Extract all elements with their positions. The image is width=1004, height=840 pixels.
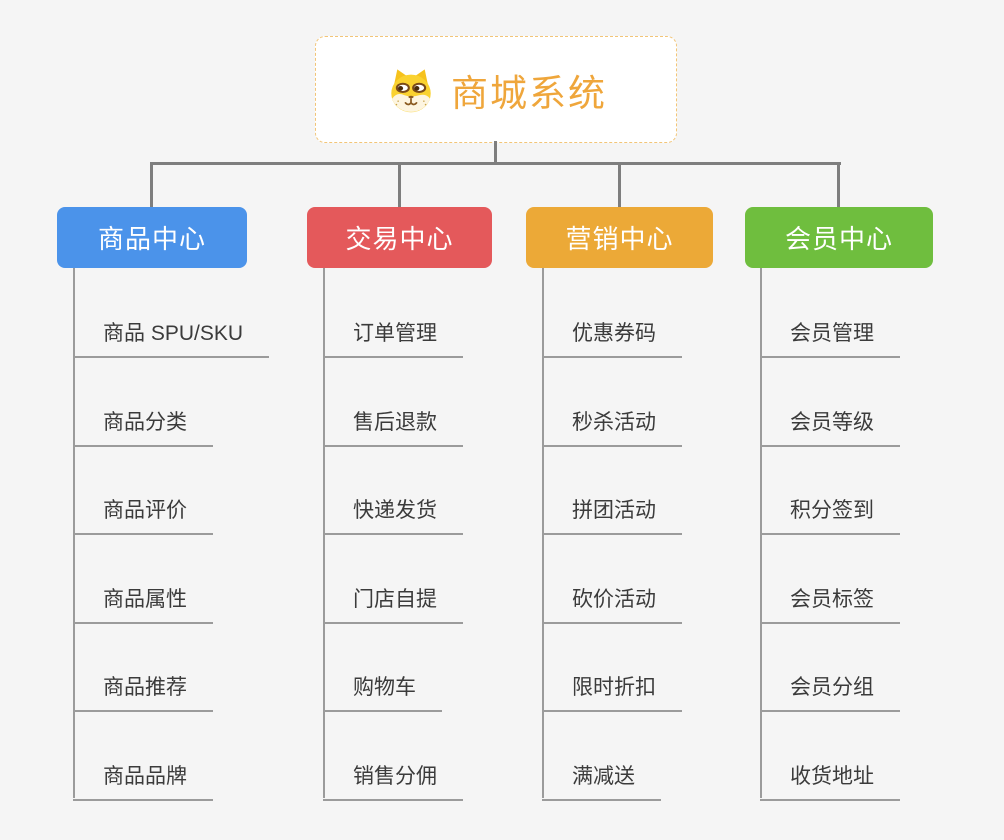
leaf-node[interactable]: 门店自提 — [323, 583, 463, 624]
root-node[interactable]: 商城系统 — [315, 36, 677, 143]
connector-drop-product — [150, 162, 153, 208]
leaf-node[interactable]: 商品评价 — [73, 494, 213, 535]
leaf-node[interactable]: 会员分组 — [760, 671, 900, 712]
leaf-node[interactable]: 售后退款 — [323, 406, 463, 447]
leaf-node[interactable]: 订单管理 — [323, 317, 463, 358]
connector-horizontal-rail — [150, 162, 841, 165]
leaf-node[interactable]: 限时折扣 — [542, 671, 682, 712]
leaf-node[interactable]: 会员等级 — [760, 406, 900, 447]
leaf-node[interactable]: 拼团活动 — [542, 494, 682, 535]
leaf-node[interactable]: 满减送 — [542, 760, 661, 801]
branch-node-member-center[interactable]: 会员中心 — [745, 207, 933, 268]
connector-drop-trade — [398, 162, 401, 208]
leaf-node[interactable]: 会员管理 — [760, 317, 900, 358]
connector-drop-marketing — [618, 162, 621, 208]
leaf-node[interactable]: 商品 SPU/SKU — [73, 317, 270, 358]
connector-drop-member — [837, 162, 840, 208]
leaf-node[interactable]: 商品推荐 — [73, 671, 213, 712]
leaf-node[interactable]: 购物车 — [323, 671, 442, 712]
dog-face-icon — [385, 66, 437, 114]
branch-node-product-center[interactable]: 商品中心 — [57, 207, 247, 268]
leaf-node[interactable]: 商品分类 — [73, 406, 213, 447]
leaf-node[interactable]: 销售分佣 — [323, 760, 463, 801]
root-title: 商城系统 — [451, 72, 607, 114]
leaf-node[interactable]: 积分签到 — [760, 494, 900, 535]
leaf-node[interactable]: 优惠券码 — [542, 317, 682, 358]
connector-root-stem — [494, 141, 497, 163]
leaf-node[interactable]: 砍价活动 — [542, 583, 682, 624]
leaf-node[interactable]: 秒杀活动 — [542, 406, 682, 447]
branch-node-trade-center[interactable]: 交易中心 — [307, 207, 492, 268]
branch-node-marketing-center[interactable]: 营销中心 — [526, 207, 713, 268]
leaf-node[interactable]: 商品品牌 — [73, 760, 213, 801]
leaf-node[interactable]: 商品属性 — [73, 583, 213, 624]
leaf-node[interactable]: 快递发货 — [323, 494, 463, 535]
leaf-node[interactable]: 收货地址 — [760, 760, 900, 801]
leaf-node[interactable]: 会员标签 — [760, 583, 900, 624]
